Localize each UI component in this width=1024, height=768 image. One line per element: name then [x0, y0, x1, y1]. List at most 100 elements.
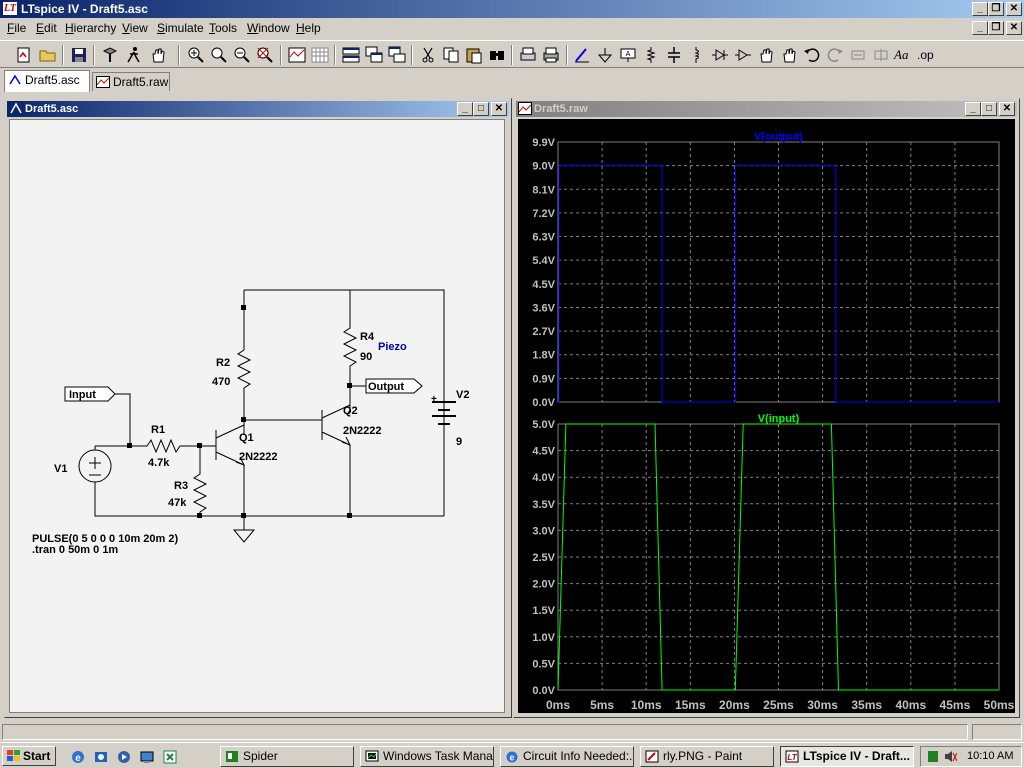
- task-paint[interactable]: rly.PNG - Paint: [640, 746, 774, 767]
- spice-directive-icon[interactable]: .op: [917, 48, 934, 62]
- pan-icon[interactable]: [148, 45, 168, 65]
- excel-icon[interactable]: [162, 749, 178, 765]
- zoom-in-icon[interactable]: [186, 45, 206, 65]
- y-tick-label: 7.2V: [532, 208, 555, 220]
- print-icon[interactable]: [541, 45, 561, 65]
- print-preview-icon[interactable]: [518, 45, 538, 65]
- schematic-window-title: Draft5.asc: [25, 103, 79, 115]
- zoom-out-icon[interactable]: [232, 45, 252, 65]
- diode-icon[interactable]: [710, 45, 730, 65]
- mdi-restore-button[interactable]: ❐: [988, 21, 1004, 35]
- media-player-icon[interactable]: [116, 749, 132, 765]
- tab-draft5-asc[interactable]: Draft5.asc: [4, 70, 90, 92]
- run-icon[interactable]: [124, 45, 144, 65]
- ground-symbol: [232, 516, 256, 543]
- menu-hierarchy[interactable]: Hierarchy: [65, 21, 117, 35]
- move-icon[interactable]: [756, 45, 776, 65]
- schematic-icon: [10, 102, 22, 114]
- tile-horizontal-icon[interactable]: [341, 45, 361, 65]
- waveform-window-titlebar[interactable]: Draft5.raw: [516, 101, 1017, 117]
- restore-button[interactable]: ❐: [988, 2, 1004, 16]
- schematic-maximize-button[interactable]: □: [473, 102, 489, 116]
- start-button[interactable]: Start: [2, 746, 56, 766]
- schematic-minimize-button[interactable]: _: [457, 102, 473, 116]
- ie-icon[interactable]: e: [70, 749, 86, 765]
- close-button[interactable]: ✕: [1006, 2, 1022, 16]
- copy-icon[interactable]: [441, 45, 461, 65]
- open-icon[interactable]: [38, 45, 58, 65]
- menu-simulate[interactable]: Simulate: [157, 21, 204, 35]
- zoom-fit-icon[interactable]: [255, 45, 275, 65]
- spider-icon: [226, 751, 238, 762]
- tab-draft5-raw[interactable]: Draft5.raw: [92, 72, 170, 91]
- zoom-box-icon[interactable]: [209, 45, 229, 65]
- network-icon[interactable]: [927, 750, 939, 763]
- menu-tools[interactable]: Tools: [209, 21, 238, 35]
- waveform-minimize-button[interactable]: _: [965, 102, 981, 116]
- task-circuit-info[interactable]: e Circuit Info Needed:...: [500, 746, 634, 767]
- mdi-close-button[interactable]: ✕: [1006, 21, 1022, 35]
- x-tick-label: 10ms: [631, 698, 662, 712]
- title-bar[interactable]: LT LTspice IV - Draft5.asc _ ❐ ✕: [0, 0, 1024, 18]
- waveform-maximize-button[interactable]: □: [981, 102, 997, 116]
- cut-icon[interactable]: [418, 45, 438, 65]
- input-flag-label: Input: [69, 389, 96, 401]
- y-tick-label: 4.5V: [532, 279, 555, 291]
- svg-text:LT: LT: [787, 753, 797, 762]
- save-icon[interactable]: [69, 45, 89, 65]
- text-icon[interactable]: Aa: [894, 47, 909, 62]
- rotate-icon[interactable]: [848, 45, 868, 65]
- autorange-icon[interactable]: [287, 45, 307, 65]
- menu-file[interactable]: File: [7, 21, 27, 35]
- y-tick-label: 9.0V: [532, 161, 555, 173]
- undo-icon[interactable]: [802, 45, 822, 65]
- schematic-window-titlebar[interactable]: Draft5.asc: [7, 101, 509, 117]
- tile-vertical-icon[interactable]: [387, 45, 407, 65]
- draw-wire-icon[interactable]: [572, 45, 592, 65]
- v-output-pane: 9.9V9.0V8.1V7.2V6.3V5.4V4.5V3.6V2.7V1.8V…: [532, 131, 1000, 409]
- find-icon[interactable]: [487, 45, 507, 65]
- desktop-icon[interactable]: [139, 749, 155, 765]
- pulse-directive: PULSE(0 5 0 0 0 10m 20m 2): [32, 533, 178, 545]
- document-tabs: Draft5.asc Draft5.raw: [0, 69, 1024, 93]
- drag-icon[interactable]: [779, 45, 799, 65]
- q2-name: Q2: [343, 405, 358, 417]
- redo-icon[interactable]: [825, 45, 845, 65]
- volume-icon[interactable]: [943, 750, 957, 763]
- grid-icon[interactable]: [310, 45, 330, 65]
- task-ltspice[interactable]: LT LTspice IV - Draft...: [780, 746, 914, 767]
- piezo-comment: Piezo: [378, 341, 407, 353]
- component-icon[interactable]: [733, 45, 753, 65]
- status-text: [2, 724, 968, 740]
- v-input-pane: 5.0V4.5V4.0V3.5V3.0V2.5V2.0V1.5V1.0V0.5V…: [532, 413, 1000, 697]
- task-spider[interactable]: Spider: [220, 746, 354, 767]
- outlook-icon[interactable]: [93, 749, 109, 765]
- resistor-icon[interactable]: [641, 45, 661, 65]
- task-manager-icon: [365, 750, 379, 762]
- menu-help[interactable]: Help: [296, 21, 321, 35]
- mdi-minimize-button[interactable]: _: [972, 21, 988, 35]
- capacitor-icon[interactable]: [664, 45, 684, 65]
- waveform-close-button[interactable]: ✕: [999, 102, 1015, 116]
- ground-icon[interactable]: [595, 45, 615, 65]
- menu-view[interactable]: View: [122, 21, 148, 35]
- paste-icon[interactable]: [464, 45, 484, 65]
- mirror-icon[interactable]: [871, 45, 891, 65]
- menu-edit[interactable]: Edit: [36, 21, 57, 35]
- v-output-trace: [558, 165, 999, 403]
- cascade-icon[interactable]: [364, 45, 384, 65]
- control-panel-icon[interactable]: [100, 45, 120, 65]
- minimize-button[interactable]: _: [972, 2, 988, 16]
- tran-directive: .tran 0 50m 0 1m: [32, 544, 118, 556]
- waveform-window-title: Draft5.raw: [534, 103, 588, 115]
- v2-battery: [432, 401, 456, 425]
- y-tick-label: 8.1V: [532, 184, 555, 196]
- label-net-icon[interactable]: A: [618, 45, 638, 65]
- task-windows-task-manager[interactable]: Windows Task Mana...: [360, 746, 494, 767]
- inductor-icon[interactable]: [687, 45, 707, 65]
- new-schematic-icon[interactable]: [14, 45, 34, 65]
- schematic-close-button[interactable]: ✕: [491, 102, 507, 116]
- menu-window[interactable]: Window: [247, 21, 290, 35]
- schematic-canvas[interactable]: Input Output R2 470 R4 90 R1 4.7k R3 47k…: [9, 119, 505, 713]
